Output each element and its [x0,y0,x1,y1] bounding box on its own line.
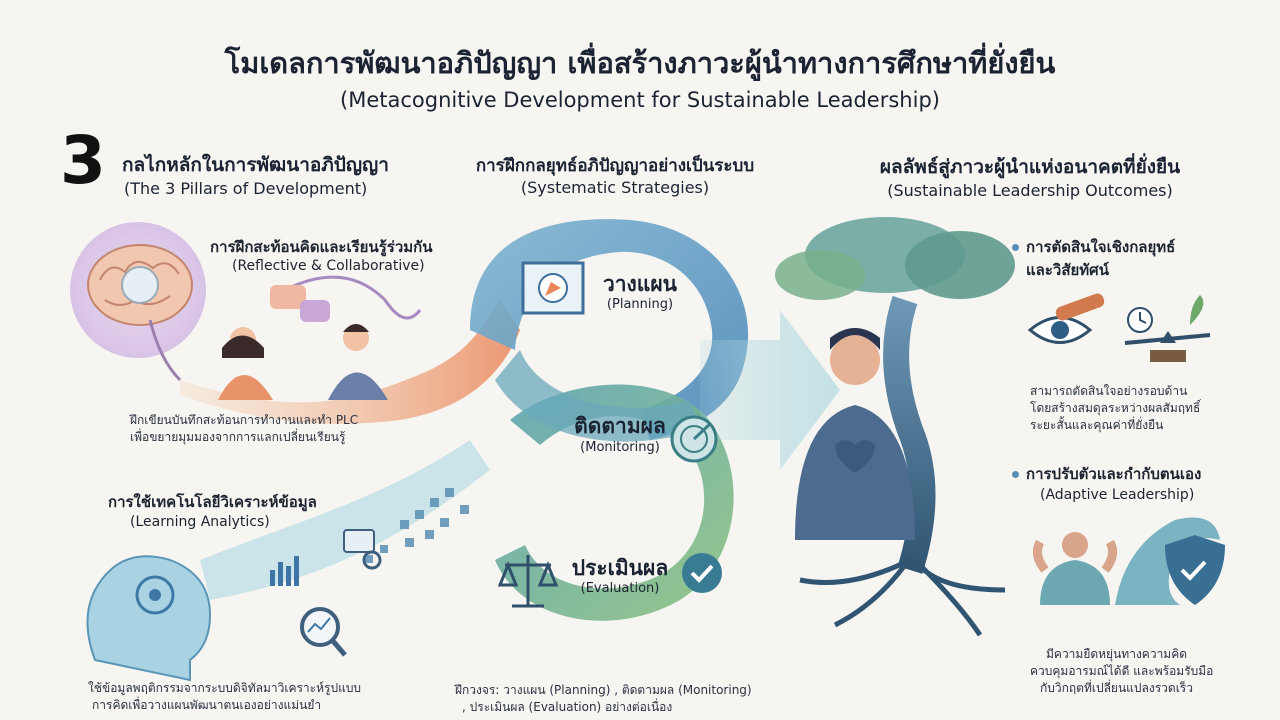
step-monitoring-en: (Monitoring) [580,440,660,455]
reflective-desc-2: เพื่อขยายมุมมองจากการแลกเปลี่ยนเรียนรู้ [130,430,346,444]
telescope-eye-icon [1027,293,1105,344]
adaptive-desc-1: มีความยืดหยุ่นทางความคิด [1046,647,1188,661]
adaptive-title-th: การปรับตัวและกำกับตนเอง [1012,462,1201,486]
tree-icon [775,217,1015,637]
brain-icon [70,222,206,382]
scales-icon [497,555,559,608]
analytics-title-en: (Learning Analytics) [130,514,270,530]
check-icon [682,553,722,593]
loop-mid [495,350,700,442]
step-monitoring-th: ติดตามผล [574,414,666,438]
leader-person-icon [795,328,915,540]
strong-person-icon [1032,532,1118,605]
strategies-heading-th: การฝึกกลยุทธ์อภิปัญญาอย่างเป็นระบบ [475,156,755,176]
map-compass-icon [521,261,585,315]
reflective-desc-1: ฝึกเขียนบันทึกสะท้อนการทำงานและทำ PLC [130,413,359,427]
radar-icon [670,415,718,463]
pillars-number: 3 [60,122,106,199]
analytics-title-th: การใช้เทคโนโลยีวิเคราะห์ข้อมูล [108,493,317,511]
outcomes-heading-en: (Sustainable Leadership Outcomes) [887,181,1173,200]
step-evaluation-th: ประเมินผล [571,556,669,580]
analytics-desc-2: การคิดเพื่อวางแผนพัฒนาตนเองอย่างแม่นยำ [92,698,322,712]
adaptive-desc-2: ควบคุมอารมณ์ได้ดี และพร้อมรับมือ [1030,664,1214,678]
right-arrow [700,310,840,470]
outcomes-heading-th: ผลลัพธ์สู่ภาวะผู้นำแห่งอนาคตที่ยั่งยืน [879,156,1181,178]
decision-title-2: และวิสัยทัศน์ [1026,261,1109,279]
pillars-heading-en: (The 3 Pillars of Development) [124,179,368,198]
decision-desc-3: ระยะสั้นและคุณค่าที่ยั่งยืน [1030,418,1164,432]
orange-flow [180,300,520,424]
page-subtitle: (Metacognitive Development for Sustainab… [340,88,940,112]
strategies-footer-1: ฝึกวงจร: วางแผน (Planning) , ติดตามผล (M… [455,683,752,697]
step-planning-th: วางแผน [602,272,678,296]
ai-head-icon [86,555,212,682]
adaptive-title-en: (Adaptive Leadership) [1040,487,1195,503]
reflective-title-th: การฝึกสะท้อนคิดและเรียนรู้ร่วมกัน [210,238,433,256]
strategies-footer-2: , ประเมินผล (Evaluation) อย่างต่อเนื่อง [462,700,673,714]
shield-check-icon [1165,535,1225,605]
reflective-title-en: (Reflective & Collaborative) [232,258,425,274]
step-evaluation-en: (Evaluation) [580,581,660,596]
magnifier-chart-icon [270,529,382,657]
pillars-heading-th: กลไกหลักในการพัฒนาอภิปัญญา [122,154,389,176]
people-talking-icon [218,275,422,400]
clock-icon [1127,307,1153,333]
adaptive-desc-3: กับวิกฤตที่เปลี่ยนแปลงรวดเร็ว [1040,681,1193,695]
page-title: โมเดลการพัฒนาอภิปัญญา เพื่อสร้างภาวะผู้น… [224,46,1056,80]
bullet-icon [1012,244,1019,251]
analytics-desc-1: ใช้ข้อมูลพฤติกรรมจากระบบดิจิทัลมาวิเคราะ… [88,681,362,695]
balance-seesaw-icon [1124,295,1211,362]
bullet-icon [1012,471,1019,478]
decision-desc-1: สามารถตัดสินใจอย่างรอบด้าน [1030,384,1188,398]
decision-title-1: การตัดสินใจเชิงกลยุทธ์ [1012,235,1175,259]
data-flow [200,440,490,600]
step-planning-en: (Planning) [606,297,674,312]
decision-desc-2: โดยสร้างสมดุลระหว่างผลสัมฤทธิ์ [1030,401,1201,415]
strategies-heading-en: (Systematic Strategies) [520,178,710,197]
